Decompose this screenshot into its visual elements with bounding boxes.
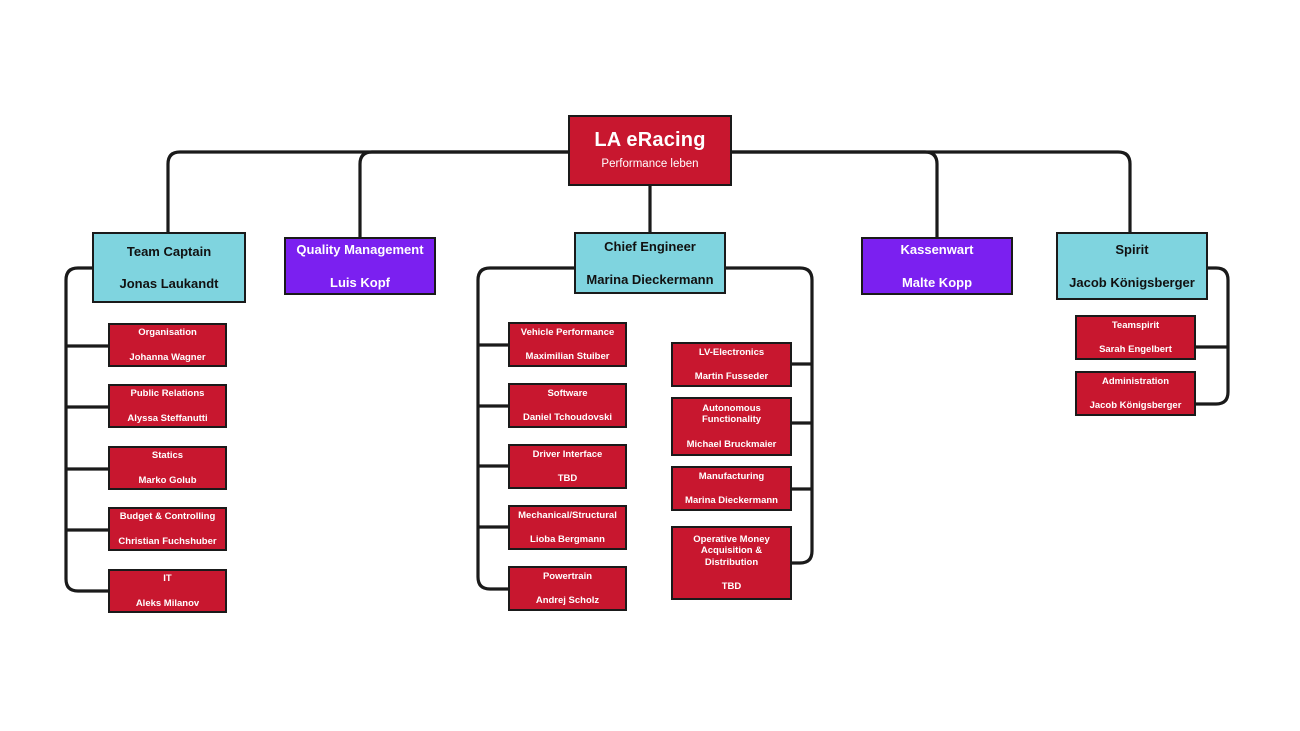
node-role: Autonomous Functionality [701, 403, 762, 426]
node-person: Andrej Scholz [535, 595, 600, 606]
node-person: Daniel Tchoudovski [522, 412, 613, 423]
node-role: LA eRacing [594, 129, 706, 152]
node-role: LV-Electronics [698, 346, 765, 358]
node-la-eracing[interactable]: LA eRacing Performance leben [568, 115, 732, 186]
node-team-captain[interactable]: Team Captain Jonas Laukandt [92, 232, 246, 303]
node-person: TBD [721, 580, 742, 592]
node-person: Michael Bruckmaier [686, 438, 777, 450]
node-person: Jonas Laukandt [119, 276, 219, 291]
node-administration[interactable]: Administration Jacob Königsberger [1075, 371, 1196, 416]
node-organisation[interactable]: Organisation Johanna Wagner [108, 323, 227, 367]
node-software[interactable]: Software Daniel Tchoudovski [508, 383, 627, 428]
node-operative-money-acquisition-distribution[interactable]: Operative Money Acquisition & Distributi… [671, 526, 792, 600]
node-role: Public Relations [130, 388, 205, 400]
node-subtitle: Performance leben [601, 158, 699, 171]
node-statics[interactable]: Statics Marko Golub [108, 446, 227, 490]
node-autonomous-functionality[interactable]: Autonomous Functionality Michael Bruckma… [671, 397, 792, 456]
node-role: Budget & Controlling [119, 511, 216, 523]
node-role: Powertrain [542, 570, 593, 582]
node-role: Statics [151, 450, 184, 462]
node-budget-controlling[interactable]: Budget & Controlling Christian Fuchshube… [108, 507, 227, 551]
node-manufacturing[interactable]: Manufacturing Marina Dieckermann [671, 466, 792, 511]
node-role: Vehicle Performance [520, 326, 615, 338]
node-role: Kassenwart [900, 242, 974, 258]
node-person: Jacob Königsberger [1089, 400, 1182, 411]
node-quality-management[interactable]: Quality Management Luis Kopf [284, 237, 436, 295]
node-person: Jacob Königsberger [1069, 274, 1195, 290]
node-person: Marina Dieckermann [586, 271, 714, 287]
connector-team-captain-spine [64, 266, 108, 593]
node-person: TBD [557, 473, 578, 484]
node-person: Alyssa Steffanutti [127, 412, 208, 424]
node-lv-electronics[interactable]: LV-Electronics Martin Fusseder [671, 342, 792, 387]
node-it[interactable]: IT Aleks Milanov [108, 569, 227, 613]
node-vehicle-performance[interactable]: Vehicle Performance Maximilian Stuiber [508, 322, 627, 367]
node-role: Spirit [1115, 242, 1149, 258]
node-role: Manufacturing [698, 470, 765, 482]
node-public-relations[interactable]: Public Relations Alyssa Steffanutti [108, 384, 227, 428]
node-role: Teamspirit [1111, 319, 1160, 331]
node-person: Johanna Wagner [129, 351, 206, 363]
node-person: Christian Fuchshuber [118, 535, 217, 547]
node-role: Team Captain [126, 243, 212, 259]
node-person: Marko Golub [138, 474, 197, 486]
node-teamspirit[interactable]: Teamspirit Sarah Engelbert [1075, 315, 1196, 360]
node-role: Mechanical/Structural [518, 509, 617, 521]
node-role: Software [547, 387, 588, 399]
node-powertrain[interactable]: Powertrain Andrej Scholz [508, 566, 627, 611]
node-role: Administration [1101, 375, 1170, 387]
node-role: IT [163, 573, 172, 585]
node-person: Aleks Milanov [135, 597, 200, 609]
node-mechanical-structural[interactable]: Mechanical/Structural Lioba Bergmann [508, 505, 627, 550]
node-person: Marina Dieckermann [685, 495, 778, 506]
node-person: Luis Kopf [330, 274, 390, 290]
connector-root-to-spirit [732, 150, 1132, 232]
node-kassenwart[interactable]: Kassenwart Malte Kopp [861, 237, 1013, 295]
node-role: Chief Engineer [604, 239, 696, 255]
node-role: Organisation [138, 327, 197, 339]
node-role: Operative Money Acquisition & Distributi… [693, 534, 770, 568]
node-person: Lioba Bergmann [530, 534, 605, 545]
connector-root-to-quality-management [358, 150, 568, 237]
node-spirit[interactable]: Spirit Jacob Königsberger [1056, 232, 1208, 300]
node-person: Malte Kopp [901, 274, 973, 290]
node-person: Sarah Engelbert [1099, 344, 1172, 355]
node-chief-engineer[interactable]: Chief Engineer Marina Dieckermann [574, 232, 726, 294]
node-role: Quality Management [296, 242, 424, 258]
connector-root-to-team-captain [166, 150, 568, 232]
connector-root-to-kassenwart [732, 150, 939, 237]
node-driver-interface[interactable]: Driver Interface TBD [508, 444, 627, 489]
node-person: Martin Fusseder [694, 371, 769, 382]
node-role: Driver Interface [532, 448, 603, 460]
node-person: Maximilian Stuiber [525, 351, 610, 362]
